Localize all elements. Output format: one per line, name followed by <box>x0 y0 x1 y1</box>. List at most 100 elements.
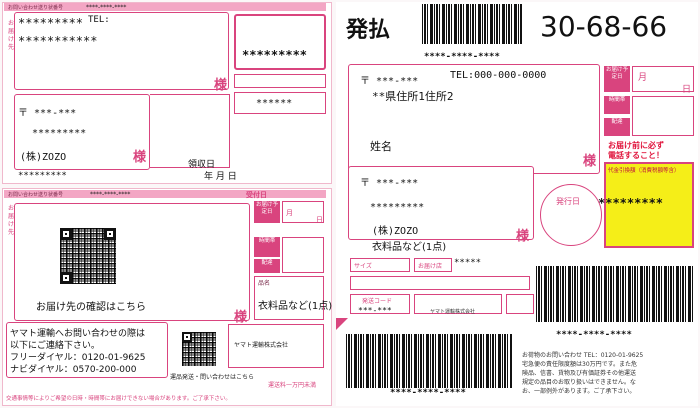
right-sender-box <box>348 166 534 240</box>
left-top-small-box-value: ****** <box>256 98 293 109</box>
right-recipient-postal: 〒 ***-*** <box>360 76 419 87</box>
left-top-sender-box <box>14 94 150 170</box>
left-top-header-label: お問い合わせ送り状番号 <box>8 5 64 11</box>
size-label: サイズ <box>354 263 372 270</box>
cod-box <box>604 162 694 248</box>
bottom-tracking-2: ****-****-**** <box>390 388 466 398</box>
contact-text-5: お、一部例外があります。ご了承下さい。 <box>522 388 636 395</box>
left-bottom-item-label: 品名 <box>258 280 271 287</box>
left-top-small-box-1 <box>234 74 326 88</box>
right-delivery-tag-1: お届け予定日 <box>604 66 630 92</box>
size-value: ***** <box>454 258 482 268</box>
qr-finder-2 <box>104 228 116 240</box>
small-qr-finder <box>182 332 192 342</box>
cod-amount: ********* <box>598 196 664 210</box>
contact-line-1: ヤマト運輸へお問い合わせの際は <box>10 329 146 339</box>
contact-line-2: 以下にご連絡下さい。 <box>10 341 100 351</box>
left-bottom-day-label: 日 <box>316 216 323 224</box>
left-bottom-bottom-note: 交通事情等によりご希望の日時・時間帯にお届けできない場合があります。ご了承下さい… <box>6 396 231 402</box>
right-recipient-address: **県住所1住所2 <box>372 90 454 103</box>
left-bottom-tag-3: 配達 <box>254 259 280 273</box>
receipt-date-label: 領収日 <box>188 160 216 170</box>
contact-text-3: 険品、信書、貨物及び有価証券その他運送 <box>522 370 637 377</box>
stamp-label: 発行日 <box>556 197 580 206</box>
right-sender-company: (株)ZOZO <box>372 226 419 237</box>
left-bottom-side-label: お届け先 <box>7 205 14 236</box>
contact-text-2: 宅急便の責任限度額は30万円です。また危 <box>522 361 638 368</box>
deliver-box <box>414 294 502 314</box>
right-recipient-name: 姓名 <box>370 140 392 153</box>
yamato-small: ヤマト運輸株式会社 <box>430 309 476 315</box>
left-bottom-header-strip <box>4 190 326 198</box>
left-top-sama-2: 様 <box>133 150 147 165</box>
pink-corner-mark <box>336 318 348 330</box>
right-sama-2: 様 <box>516 229 530 244</box>
caution-line-2: 電話すること！ <box>608 151 664 160</box>
right-item-text: 衣料品など(1点) <box>372 242 447 253</box>
right-sender-stars: ********* <box>370 202 425 213</box>
right-delivery-month-box <box>632 66 694 92</box>
right-time-box <box>632 96 694 136</box>
right-month-label: 月 <box>638 73 648 83</box>
issue-date-stamp <box>540 184 602 246</box>
right-recipient-tel: TEL:000-000-0000 <box>450 70 547 81</box>
store-label: お届け店 <box>418 263 443 270</box>
qr-finder-3 <box>60 272 72 284</box>
route-code: 30-68-66 <box>540 10 668 43</box>
code-box <box>350 276 530 290</box>
left-top-address-stars: ********* <box>32 128 87 139</box>
left-bottom-insurance-note: 運送料一万円未満 <box>268 382 317 389</box>
receipt-date-fields: 年 月 日 <box>204 172 237 182</box>
left-bottom-footer-note: 運品発送・問い合わせはこちら <box>170 374 255 381</box>
left-bottom-sama: 様 <box>234 310 248 325</box>
left-top-sama-1: 様 <box>214 78 228 93</box>
left-top-postal: 〒 ***-*** <box>18 108 77 119</box>
cod-label: 代金引換額（消費税額等含） <box>608 168 680 174</box>
left-bottom-yamato-label: ヤマト運輸株式会社 <box>234 342 289 349</box>
left-top-name-line2: *********** <box>18 34 98 48</box>
contact-line-4: ナビダイヤル：0570-200-000 <box>10 365 137 375</box>
store-box <box>414 258 452 272</box>
left-bottom-time-box <box>282 237 324 273</box>
left-bottom-month-box <box>282 201 324 223</box>
right-title: 発払 <box>346 18 391 43</box>
left-bottom-header-label: お問い合わせ送り状番号 <box>8 192 64 198</box>
ship-code-label: 発送コード <box>362 298 393 305</box>
left-top-tracking-box <box>234 14 326 70</box>
left-bottom-month-label: 月 <box>286 209 293 217</box>
left-bottom-header-tracking: ****-****-**** <box>90 191 131 198</box>
right-sama-1: 様 <box>583 154 597 169</box>
left-bottom-tag-1: お届け予定日 <box>254 201 280 223</box>
left-top-recipient-box <box>14 12 229 90</box>
left-top-header-tracking: ****-****-**** <box>86 4 127 11</box>
left-top-tracking-value: ********* <box>242 48 308 62</box>
right-time-tag: 時間帯 <box>604 96 630 114</box>
contact-line-3: フリーダイヤル：0120-01-9625 <box>10 353 146 363</box>
left-top-company: (株)ZOZO <box>20 152 67 163</box>
left-top-header-strip <box>4 3 326 11</box>
left-bottom-confirm-text: お届け先の確認はこちら <box>36 302 146 313</box>
left-top-tel-label: TEL: <box>88 15 110 25</box>
left-bottom-contact-box <box>6 322 168 378</box>
ship-code-box <box>350 294 410 314</box>
left-bottom-item-box <box>254 276 324 320</box>
left-top-bottom-stars: ********* <box>18 171 67 181</box>
right-recipient-box <box>348 64 600 174</box>
left-top-name-line1: ********* <box>18 16 84 30</box>
size-box <box>350 258 410 272</box>
left-top-side-label: お届け先 <box>7 20 14 51</box>
left-top-sender-box-outer <box>150 94 230 168</box>
left-bottom-item-text: 衣料品など(1点) <box>258 301 333 312</box>
contact-text-1: お荷物のお問い合わせ TEL：0120-01-9625 <box>522 352 644 359</box>
bottom-barcode <box>346 334 512 388</box>
bottom-tracking-1: ****-****-**** <box>556 330 632 340</box>
left-bottom-recipient-box <box>14 203 250 321</box>
right-sender-postal: 〒 ***-*** <box>360 178 419 189</box>
right-deliver-tag: 配達 <box>604 118 630 136</box>
yamato-box <box>228 324 324 368</box>
caution-line-1: お届け前に必ず <box>608 141 664 150</box>
top-barcode <box>422 4 522 44</box>
right-header-tracking: ****-****-**** <box>424 52 500 62</box>
left-bottom-tag-2: 時間帯 <box>254 237 280 257</box>
